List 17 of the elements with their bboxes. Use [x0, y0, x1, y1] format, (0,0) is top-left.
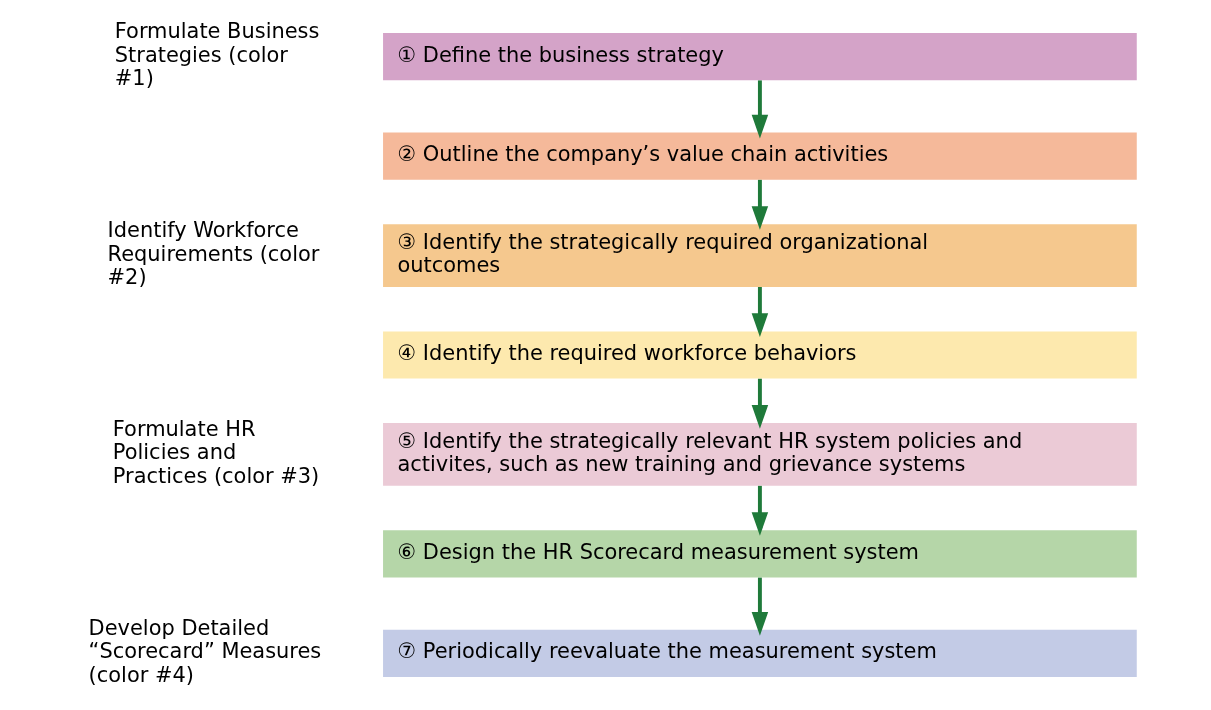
arrow	[751, 286, 769, 337]
arrow	[751, 179, 769, 230]
label: Identify Workforce Requirements (color #2)	[107, 217, 320, 290]
node-box: ② Outline the company’s value chain activities	[383, 132, 1137, 180]
arrow	[751, 485, 769, 536]
label: Formulate HR Policies and Practices (color #3)	[112, 416, 320, 488]
arrow	[751, 80, 769, 139]
node-box: ⑤ Identify the strategically relevant HR system policies and activites, such as new training and grievance systems	[383, 423, 1137, 486]
arrow	[751, 577, 769, 636]
node-box: ① Define the business strategy	[383, 33, 1137, 81]
node-box: ③ Identify the strategically required organizational outcomes	[383, 224, 1137, 287]
label: Develop Detailed “Scorecard” Measures (color #4)	[88, 615, 322, 687]
node-box: ⑦ Periodically reevaluate the measurement system	[383, 629, 1137, 677]
node-box: ⑥ Design the HR Scorecard measurement system	[383, 530, 1137, 578]
arrow	[751, 378, 769, 429]
label: Formulate Business Strategies (color #1)	[114, 19, 320, 91]
node-box: ④ Identify the required workforce behaviors	[383, 331, 1137, 379]
